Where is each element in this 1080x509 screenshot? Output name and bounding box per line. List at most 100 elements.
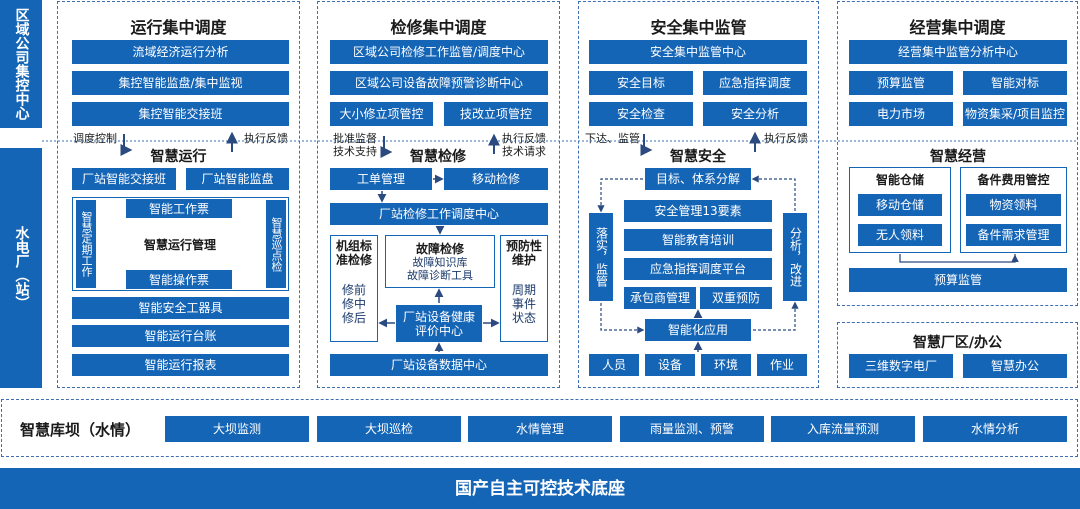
- biz-center[interactable]: 经营集中监管分析中心: [849, 40, 1067, 64]
- ops-safety-tools[interactable]: 智能安全工器具: [72, 297, 289, 319]
- dam-item-rainfall[interactable]: 雨量监测、预警: [620, 416, 764, 442]
- biz-budget[interactable]: 预算监管: [849, 71, 953, 95]
- biz-unmanned-pick[interactable]: 无人领料: [858, 224, 942, 246]
- ops-periodic-work[interactable]: 智慧定期工作: [76, 200, 96, 288]
- safety-education[interactable]: 智能教育培训: [624, 229, 772, 251]
- safety-emergency[interactable]: 应急指挥调度: [703, 71, 807, 95]
- dam-item-analysis[interactable]: 水情分析: [923, 416, 1067, 442]
- biz-subtitle: 智慧经营: [930, 149, 986, 165]
- ops-station-monitor[interactable]: 厂站智能监盘: [186, 168, 289, 190]
- maint-mobile[interactable]: 移动检修: [444, 168, 548, 190]
- biz-spare-title: 备件费用管控: [977, 173, 1050, 187]
- ops-item-central-monitor[interactable]: 集控智能监盘/集中监视: [72, 71, 289, 95]
- dam-item-patrol[interactable]: 大坝巡检: [317, 416, 461, 442]
- biz-spare-demand[interactable]: 备件需求管理: [966, 224, 1061, 246]
- maint-col-preventive: [500, 235, 548, 342]
- safety-loop-right: [751, 175, 796, 211]
- maint-item-supervision[interactable]: 区域公司检修工作监管/调度中心: [330, 40, 548, 64]
- biz-power-market[interactable]: 电力市场: [849, 102, 953, 126]
- ops-column-frame: [57, 1, 300, 388]
- office-title: 智慧厂区/办公: [912, 335, 1003, 351]
- maint-approve-label: 批准监督 技术支持: [333, 132, 377, 158]
- biz-benchmark[interactable]: 智能对标: [963, 71, 1067, 95]
- biz-budget-monitor[interactable]: 预算监管: [849, 268, 1067, 292]
- biz-material-pick[interactable]: 物资领料: [966, 194, 1061, 216]
- safety-people[interactable]: 人员: [589, 354, 639, 376]
- dam-item-water[interactable]: 水情管理: [468, 416, 612, 442]
- maint-feedback-label: 执行反馈 技术请求: [502, 132, 546, 158]
- safety-center[interactable]: 安全集中监管中心: [589, 40, 807, 64]
- biz-procurement[interactable]: 物资集采/项目监控: [963, 102, 1067, 126]
- maint-dispatch-center[interactable]: 厂站检修工作调度中心: [330, 203, 548, 225]
- maint-col-preventive-title: 预防性维护: [505, 239, 542, 267]
- maint-minor-overhaul[interactable]: 大小修立项管控: [330, 102, 433, 126]
- ops-station-handover[interactable]: 厂站智能交接班: [72, 168, 176, 190]
- office-smart-office[interactable]: 智慧办公: [963, 354, 1067, 378]
- safety-13-elements[interactable]: 安全管理13要素: [624, 200, 772, 222]
- safety-down-arrow: [640, 134, 653, 156]
- ops-item-handover[interactable]: 集控智能交接班: [72, 102, 289, 126]
- ops-item-basin-analysis[interactable]: 流域经济运行分析: [72, 40, 289, 64]
- maint-health-center[interactable]: 厂站设备健康评价中心: [396, 305, 482, 342]
- ops-title: 运行集中调度: [130, 18, 227, 37]
- biz-column-frame: [837, 1, 1078, 306]
- safety-title: 安全集中监管: [650, 18, 747, 37]
- safety-equipment[interactable]: 设备: [645, 354, 695, 376]
- ops-dispatch-label: 调度控制: [73, 132, 117, 145]
- dam-frame: [1, 399, 1078, 457]
- maint-col-fault-title: 故障检修: [415, 242, 464, 256]
- maint-col-fault-body: 故障知识库 故障诊断工具: [407, 256, 473, 282]
- ops-ledger[interactable]: 智能运行台账: [72, 325, 289, 347]
- office-digital-plant[interactable]: 三维数字电厂: [849, 354, 953, 378]
- safety-analysis[interactable]: 安全分析: [703, 102, 807, 126]
- maint-col-standard-title: 机组标准检修: [335, 239, 372, 267]
- footer-tech-base: 国产自主可控技术底座: [0, 468, 1080, 509]
- biz-mobile-store[interactable]: 移动仓储: [858, 194, 942, 216]
- safety-inspection[interactable]: 安全检查: [589, 102, 693, 126]
- office-frame: [837, 322, 1078, 388]
- safety-implement[interactable]: 落实，监管: [589, 213, 613, 301]
- ops-patrol-check[interactable]: 智慧巡点检: [266, 200, 286, 288]
- maint-col-preventive-body: 周期 事件 状态: [511, 283, 536, 325]
- safety-goal[interactable]: 安全目标: [589, 71, 693, 95]
- biz-warehouse-title: 智能仓储: [875, 173, 924, 187]
- safety-down-label: 下达、监管: [585, 132, 640, 145]
- safety-contractor[interactable]: 承包商管理: [624, 287, 696, 309]
- maint-col-standard-body: 修前 修中 修后: [341, 283, 366, 325]
- ops-op-ticket[interactable]: 智能操作票: [126, 270, 232, 289]
- safety-feedback-label: 执行反馈: [764, 132, 808, 145]
- safety-loop-bottom-left: [600, 303, 645, 334]
- safety-smart-app[interactable]: 智能化应用: [645, 319, 751, 341]
- sidebar-regional-center: 区域公司集控中心: [0, 0, 42, 128]
- ops-work-ticket[interactable]: 智能工作票: [126, 199, 232, 218]
- maint-down-arrow: [380, 136, 393, 158]
- ops-report[interactable]: 智能运行报表: [72, 354, 289, 376]
- dam-title: 智慧库坝（水情）: [19, 421, 140, 439]
- safety-subtitle: 智慧安全: [670, 149, 726, 165]
- maint-title: 检修集中调度: [390, 18, 487, 37]
- maint-subtitle: 智慧检修: [410, 149, 466, 165]
- maint-col-fault: [385, 235, 495, 288]
- dam-item-monitor[interactable]: 大坝监测: [165, 416, 309, 442]
- maint-data-center[interactable]: 厂站设备数据中心: [330, 354, 548, 376]
- safety-targets[interactable]: 目标、体系分解: [645, 168, 751, 190]
- safety-loop-bottom-right: [753, 301, 799, 331]
- biz-title: 经营集中调度: [909, 18, 1006, 37]
- safety-environment[interactable]: 环境: [701, 354, 751, 376]
- maint-tech-upgrade[interactable]: 技改立项管控: [444, 102, 548, 126]
- biz-budget-link: [899, 254, 1016, 263]
- maint-item-diagnosis[interactable]: 区域公司设备故障预警诊断中心: [330, 71, 548, 95]
- sidebar-hydropower-station: 水电厂（站）: [0, 148, 42, 388]
- safety-work[interactable]: 作业: [757, 354, 807, 376]
- maint-work-order[interactable]: 工单管理: [330, 168, 432, 190]
- safety-improve[interactable]: 分析，改进: [783, 213, 807, 301]
- ops-feedback-label: 执行反馈: [244, 132, 288, 145]
- safety-column-frame: [578, 1, 819, 388]
- safety-loop-left: [597, 178, 643, 213]
- ops-subtitle: 智慧运行: [150, 149, 207, 165]
- safety-dual-prevention[interactable]: 双重预防: [700, 287, 772, 309]
- maint-col-standard: [330, 235, 378, 342]
- dam-item-inflow[interactable]: 入库流量预测: [771, 416, 915, 442]
- safety-emergency-platform[interactable]: 应急指挥调度平台: [624, 258, 772, 280]
